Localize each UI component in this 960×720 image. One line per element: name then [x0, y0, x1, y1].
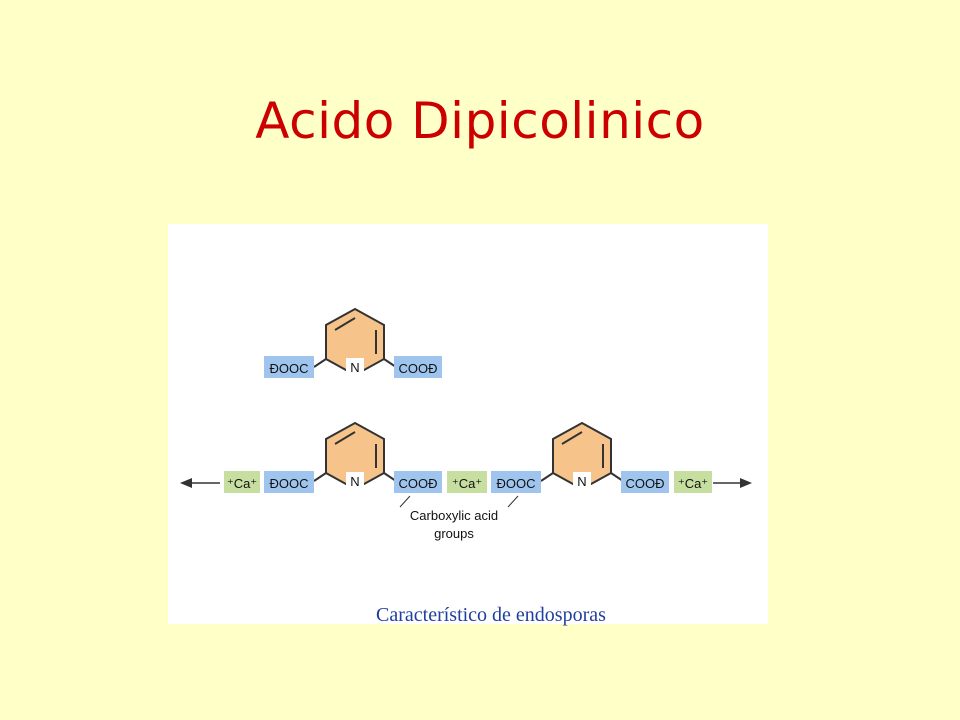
calcium-box-center: [447, 471, 487, 493]
carboxyl-box-right: [394, 471, 442, 493]
carboxyl-label-right: COOÐ: [399, 476, 438, 491]
ring-nitrogen-label: N: [350, 360, 359, 375]
bond-left: [313, 358, 327, 368]
ring-nitrogen-mask: [346, 358, 364, 376]
carboxyl-box-left: [264, 356, 314, 378]
dipicolinic-acid-diagram: ÐOOC N COOÐ ⁺Ca⁺ ÐOOC: [180, 307, 752, 541]
bond-left: [540, 472, 554, 482]
ring-nitrogen-mask: [573, 472, 591, 490]
ring-inner-bonds: [561, 431, 604, 468]
carboxyl-label-right: COOÐ: [626, 476, 665, 491]
calcium-label-center: ⁺Ca⁺: [452, 476, 482, 491]
carboxyl-box-right: [621, 471, 669, 493]
ring-inner-bonds: [334, 317, 377, 354]
carboxyl-label-left: ÐOOC: [270, 361, 309, 376]
annotation-pointer-left: [399, 495, 411, 508]
calcium-box: [674, 471, 712, 493]
calcium-label: ⁺Ca⁺: [227, 476, 257, 491]
carboxyl-box-left: [491, 471, 541, 493]
molecule-top: ÐOOC N COOÐ: [264, 307, 442, 378]
annotation-line-2: groups: [434, 526, 474, 541]
carboxyl-box-left: [264, 471, 314, 493]
ring-inner-bonds: [334, 431, 377, 468]
ring-nitrogen-label: N: [577, 474, 586, 489]
chain-molecule-1: ⁺Ca⁺ ÐOOC N COOÐ: [224, 421, 442, 493]
bond-left: [313, 472, 327, 482]
calcium-label: ⁺Ca⁺: [678, 476, 708, 491]
figure-panel: ÐOOC N COOÐ ⁺Ca⁺ ÐOOC: [168, 224, 768, 626]
chain-molecule-2: ÐOOC N COOÐ ⁺Ca⁺: [491, 421, 712, 493]
carboxyl-box-right: [394, 356, 442, 378]
carboxyl-label-left: ÐOOC: [270, 476, 309, 491]
calcium-box: [224, 471, 260, 493]
ring-nitrogen-label: N: [350, 474, 359, 489]
ring-nitrogen-mask: [346, 472, 364, 490]
chain-arrows: [180, 478, 752, 488]
annotation-pointer-right: [507, 495, 519, 508]
annotation-line-1: Carboxylic acid: [410, 508, 498, 523]
carboxyl-label-right: COOÐ: [399, 361, 438, 376]
figure-caption: Característico de endosporas: [376, 604, 606, 626]
carboxyl-annotation: Carboxylic acid groups: [399, 495, 519, 541]
slide-title: Acido Dipicolinico: [255, 92, 705, 150]
right-arrow-head: [740, 478, 752, 488]
carboxyl-label-left: ÐOOC: [497, 476, 536, 491]
left-arrow-head: [180, 478, 192, 488]
